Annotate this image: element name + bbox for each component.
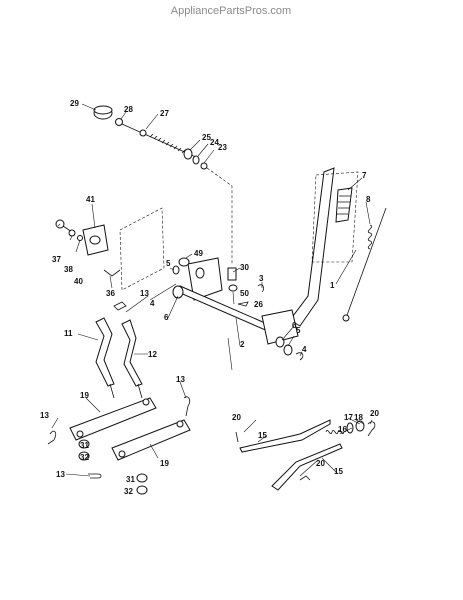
- spring-8: [367, 224, 373, 250]
- callout-c7: 7: [362, 171, 367, 180]
- washer-5b: [283, 344, 293, 356]
- lift-link-12: [121, 319, 143, 399]
- grip-outline: [311, 171, 359, 263]
- clip-13c: [47, 430, 57, 445]
- hub-6b: [275, 336, 285, 348]
- nut-23: [200, 162, 208, 170]
- callout-c6b: 6: [292, 321, 297, 330]
- callout-c15b: 15: [334, 467, 343, 476]
- callout-c29: 29: [70, 99, 79, 108]
- callout-c20a: 20: [232, 413, 241, 422]
- callout-c18: 18: [354, 413, 363, 422]
- callout-c4b: 4: [302, 345, 307, 354]
- lift-lever-handle: [261, 167, 335, 345]
- callout-c20c: 20: [316, 459, 325, 468]
- watermark: AppliancePartsPros.com: [171, 5, 291, 17]
- callout-c13d: 13: [56, 470, 65, 479]
- clip-36: [103, 269, 121, 277]
- frame-panel-outline: [119, 207, 165, 291]
- clip-4b: [295, 352, 304, 361]
- callout-c40: 40: [74, 277, 83, 286]
- link-rod-15a: [239, 419, 331, 453]
- callout-c13a: 13: [140, 289, 149, 298]
- hub-6a: [172, 285, 184, 299]
- callout-c41: 41: [86, 195, 95, 204]
- pivot-plate: [187, 257, 223, 301]
- callout-c13b: 13: [176, 375, 185, 384]
- washer-38: [68, 229, 76, 237]
- rod-1: [342, 207, 387, 322]
- cross-shaft-2: [177, 285, 273, 333]
- clip-13a: [113, 301, 127, 311]
- clip-20b: [367, 421, 376, 437]
- callout-c37: 37: [52, 255, 61, 264]
- callout-c25: 25: [202, 133, 211, 142]
- callout-c5a: 5: [166, 259, 171, 268]
- pin-30: [227, 267, 237, 281]
- nut-31b: [136, 473, 148, 483]
- callout-c5b: 5: [296, 326, 301, 335]
- clip-3: [257, 284, 265, 293]
- callout-c17: 17: [344, 413, 353, 422]
- callout-c19a: 19: [80, 391, 89, 400]
- callout-c6a: 6: [164, 313, 169, 322]
- washer-5a: [172, 265, 180, 275]
- spring-25: [183, 148, 193, 160]
- callout-c30: 30: [240, 263, 249, 272]
- cotter-26: [237, 301, 249, 307]
- callout-c28: 28: [124, 105, 133, 114]
- callout-c31b: 31: [126, 475, 135, 484]
- callout-c2: 2: [240, 340, 245, 349]
- link-rod-15b: [271, 443, 343, 491]
- callout-c15a: 15: [258, 431, 267, 440]
- spring-16: [325, 429, 345, 435]
- callout-c19b: 19: [160, 459, 169, 468]
- callout-c16: 16: [338, 425, 347, 434]
- dashed-guide-top: [206, 167, 233, 265]
- ferrule-17: [346, 422, 354, 434]
- clip-20c: [299, 475, 311, 481]
- callout-c26: 26: [254, 300, 263, 309]
- callout-c11: 11: [64, 329, 73, 338]
- callout-c38: 38: [64, 265, 73, 274]
- bushing-49: [178, 257, 190, 267]
- callout-c50: 50: [240, 289, 249, 298]
- callout-c3: 3: [259, 274, 264, 283]
- callout-c49: 49: [194, 249, 203, 258]
- lift-arm-19b: [111, 419, 191, 461]
- washer-32a: [78, 451, 90, 461]
- nut-31a: [78, 439, 90, 449]
- nut-40: [77, 235, 83, 241]
- lift-arm-19a: [69, 397, 157, 441]
- callout-c12: 12: [148, 350, 157, 359]
- nut-18: [355, 420, 365, 432]
- callout-c32a: 32: [80, 453, 89, 462]
- washer-24: [192, 155, 200, 165]
- nut-28: [115, 118, 123, 126]
- grip-7: [335, 187, 353, 223]
- callout-c23: 23: [218, 143, 227, 152]
- callout-c32b: 32: [124, 487, 133, 496]
- callout-c24: 24: [210, 138, 219, 147]
- callout-c36: 36: [106, 289, 115, 298]
- lift-link-11: [95, 317, 115, 399]
- callout-c27: 27: [160, 109, 169, 118]
- washer-50: [228, 284, 238, 292]
- bracket-41: [82, 224, 109, 256]
- callout-c4a: 4: [150, 299, 155, 308]
- clip-13d: [88, 473, 102, 479]
- clip-13b: [183, 396, 191, 417]
- callout-c8: 8: [366, 195, 371, 204]
- clip-20a: [235, 431, 239, 443]
- callout-c1: 1: [330, 281, 335, 290]
- callout-c13c: 13: [40, 411, 49, 420]
- callout-c20b: 20: [370, 409, 379, 418]
- callout-c31a: 31: [80, 441, 89, 450]
- washer-32b: [136, 485, 148, 495]
- knob-29: [93, 105, 113, 120]
